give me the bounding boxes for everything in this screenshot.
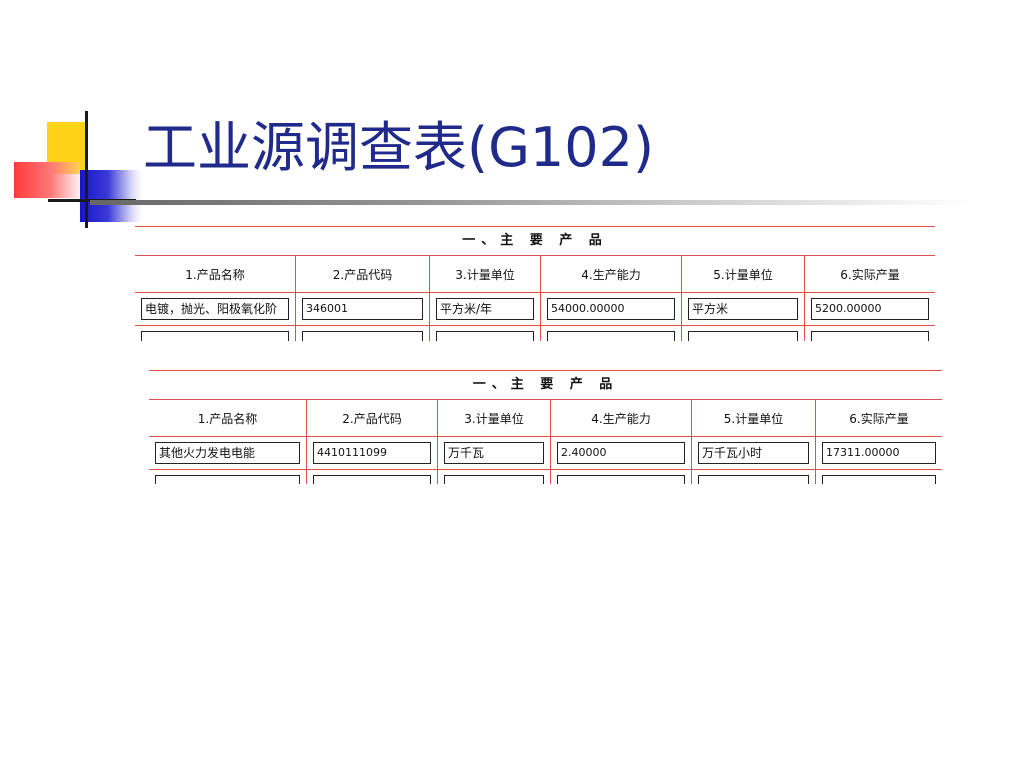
actual-output-field[interactable]: 5200.00000 [811, 298, 929, 320]
unit-field[interactable]: 万千瓦 [444, 442, 544, 464]
product-name-field-empty[interactable] [155, 475, 300, 484]
header-capacity: 4.生产能力 [541, 256, 682, 292]
table-row [135, 326, 935, 341]
header-unit-2: 5.计量单位 [682, 256, 805, 292]
unit-2-field-empty[interactable] [688, 331, 798, 341]
header-actual-output: 6.实际产量 [849, 411, 909, 426]
header-product-name: 1.产品名称 [135, 256, 296, 292]
product-name-field[interactable]: 电镀，抛光、阳极氧化阶 [141, 298, 289, 320]
header-unit: 3.计量单位 [430, 256, 541, 292]
product-name-field[interactable]: 其他火力发电电能 [155, 442, 300, 464]
product-name-field-empty[interactable] [141, 331, 289, 341]
decor-blue-square [80, 170, 142, 222]
product-code-field[interactable]: 346001 [302, 298, 423, 320]
section-title: 一、主 要 产 品 [135, 227, 935, 256]
capacity-field[interactable]: 2.40000 [557, 442, 685, 464]
title-underline [90, 200, 970, 205]
unit-field[interactable]: 平方米/年 [436, 298, 534, 320]
section-title: 一、主 要 产 品 [149, 371, 942, 400]
actual-output-field-empty[interactable] [811, 331, 929, 341]
unit-2-field-empty[interactable] [698, 475, 809, 484]
header-product-code: 2.产品代码 [307, 400, 438, 436]
decor-red-bar [14, 162, 80, 198]
header-product-name: 1.产品名称 [149, 400, 307, 436]
table-row: 其他火力发电电能 4410111099 万千瓦 2.40000 万千瓦小时 17… [149, 437, 942, 470]
slide-title: 工业源调查表(G102) [143, 116, 655, 179]
product-table-1: 一、主 要 产 品 1.产品名称 2.产品代码 3.计量单位 4.生产能力 5.… [135, 226, 935, 341]
header-row: 1.产品名称 2.产品代码 3.计量单位 4.生产能力 5.计量单位 6.实际产… [135, 256, 935, 293]
header-capacity: 4.生产能力 [551, 400, 692, 436]
header-row: 1.产品名称 2.产品代码 3.计量单位 4.生产能力 5.计量单位 6.实际产… [149, 400, 942, 437]
header-unit-2: 5.计量单位 [692, 400, 816, 436]
header-unit: 3.计量单位 [438, 400, 551, 436]
product-code-field-empty[interactable] [313, 475, 431, 484]
product-code-field-empty[interactable] [302, 331, 423, 341]
capacity-field[interactable]: 54000.00000 [547, 298, 675, 320]
unit-2-field[interactable]: 平方米 [688, 298, 798, 320]
header-actual-output: 6.实际产量 [840, 267, 900, 282]
product-table-2: 一、主 要 产 品 1.产品名称 2.产品代码 3.计量单位 4.生产能力 5.… [149, 370, 942, 484]
capacity-field-empty[interactable] [547, 331, 675, 341]
header-product-code: 2.产品代码 [296, 256, 430, 292]
table-row: 电镀，抛光、阳极氧化阶 346001 平方米/年 54000.00000 平方米… [135, 293, 935, 326]
actual-output-field-empty[interactable] [822, 475, 936, 484]
product-code-field[interactable]: 4410111099 [313, 442, 431, 464]
unit-field-empty[interactable] [436, 331, 534, 341]
capacity-field-empty[interactable] [557, 475, 685, 484]
unit-field-empty[interactable] [444, 475, 544, 484]
decor-vertical-line [85, 111, 88, 228]
unit-2-field[interactable]: 万千瓦小时 [698, 442, 809, 464]
actual-output-field[interactable]: 17311.00000 [822, 442, 936, 464]
table-row [149, 470, 942, 484]
